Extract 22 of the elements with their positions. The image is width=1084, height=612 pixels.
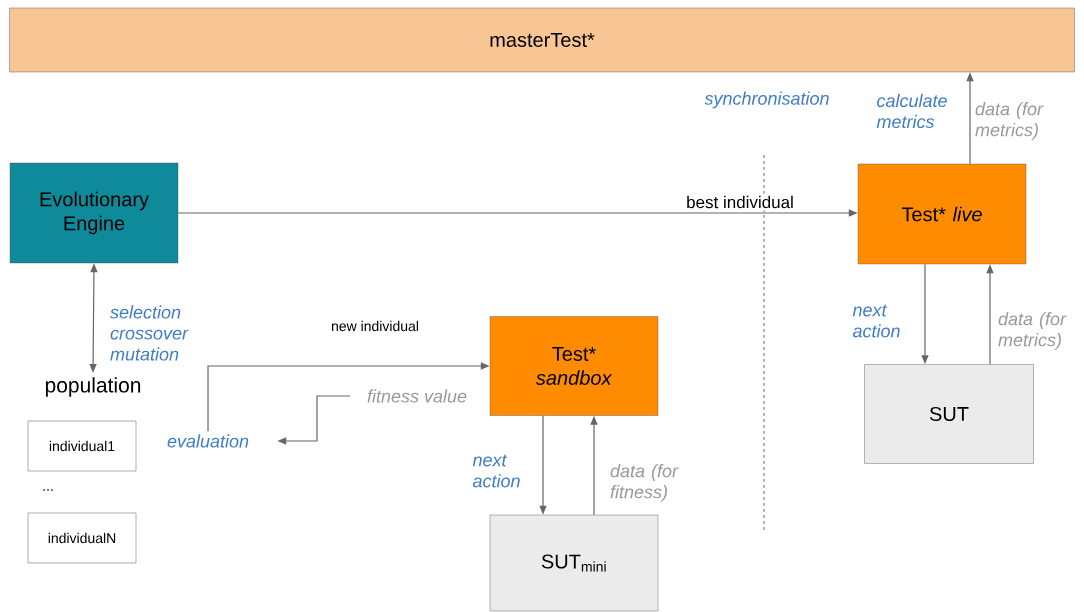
engine-box: Evolutionary Engine	[9, 162, 179, 264]
edge-label: fitness value	[365, 387, 470, 405]
edge-label: data (for fitness)	[608, 462, 692, 504]
sut-box: SUT$_{mini}$	[489, 514, 659, 612]
text-label: calculate metrics	[876, 93, 947, 129]
population-label: population	[45, 377, 141, 397]
edge-label: new individual	[329, 318, 421, 334]
test-box: Test* sandbox	[489, 316, 659, 416]
test-box: Test* live	[857, 163, 1027, 265]
edge-label: data (for metrics)	[996, 310, 1080, 352]
sut-box: SUT	[864, 364, 1034, 464]
edge-label: best individual	[684, 193, 796, 211]
individual-box: individualN	[27, 512, 137, 564]
text-label: ...	[43, 489, 53, 491]
evaluation-label: evaluation	[167, 434, 249, 448]
master-test-box: masterTest*	[9, 7, 1075, 73]
text-label: synchronisation	[704, 91, 829, 109]
edge-label: next action	[850, 302, 910, 340]
edge-label: data (for metrics)	[973, 100, 1057, 142]
edge-label: next action	[470, 452, 530, 490]
edge-label: selection crossover mutation	[108, 303, 202, 363]
individual-box: individual1	[27, 420, 137, 472]
